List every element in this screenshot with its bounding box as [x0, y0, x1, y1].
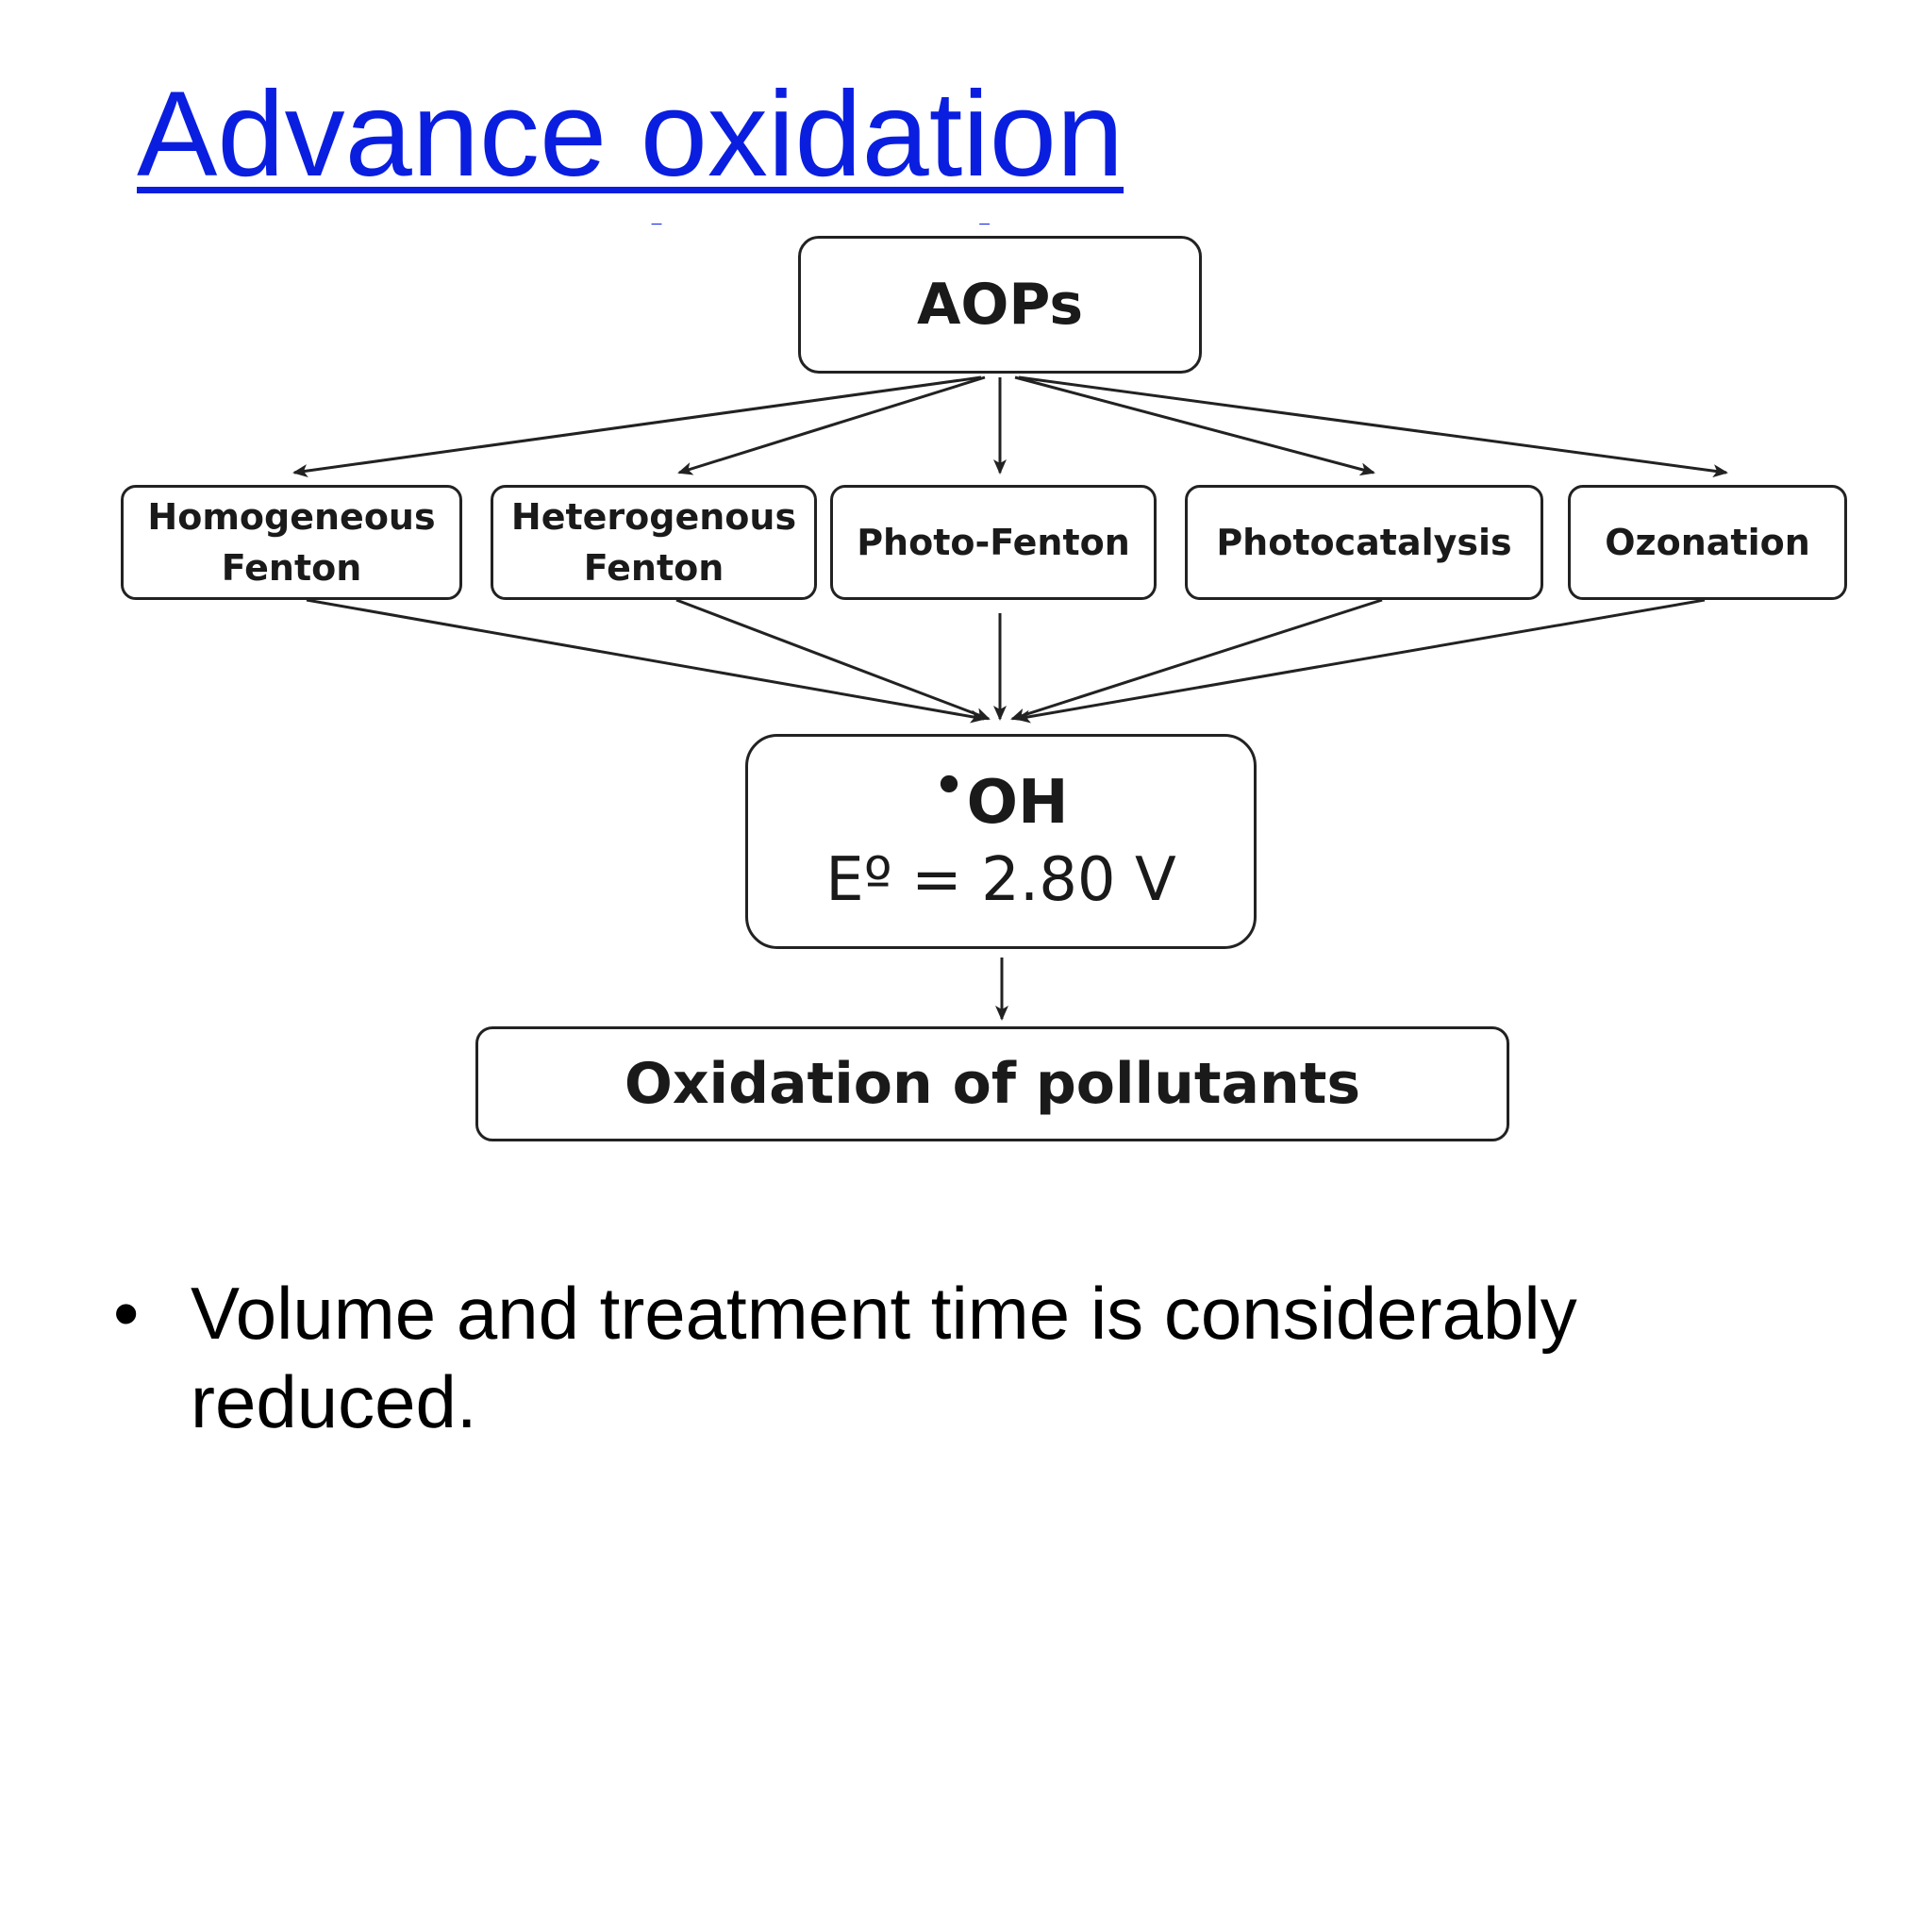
method-box-photocatalysis: Photocatalysis: [1185, 485, 1543, 600]
radical-dot: •: [933, 757, 965, 814]
arrow-aops-to-homogeneous-fenton: [292, 375, 982, 478]
arrow-ozonation-to-oh: [1015, 598, 1706, 724]
aops-label: AOPs: [916, 272, 1084, 338]
arrow-photocatalysis-to-oh: [1010, 598, 1383, 722]
arrow-aops-to-heterogenous-fenton: [677, 375, 986, 475]
method-label-heterogenous-fenton: Heterogenous Fenton: [510, 496, 797, 589]
oxidation-potential: Eº = 2.80 V: [825, 845, 1176, 915]
method-label-ozonation: Ozonation: [1605, 522, 1810, 563]
slide-title-link[interactable]: Advance oxidation: [137, 67, 1124, 202]
method-box-ozonation: Ozonation: [1568, 485, 1847, 600]
hydroxyl-radical-box: •OH Eº = 2.80 V: [745, 734, 1257, 949]
diagram-background: [113, 225, 1868, 1168]
oxidation-of-pollutants-label: Oxidation of pollutants: [624, 1051, 1361, 1117]
method-box-homogeneous-fenton: Homogeneous Fenton: [121, 485, 462, 600]
method-box-heterogenous-fenton: Heterogenous Fenton: [491, 485, 817, 600]
arrow-homogeneous-fenton-to-oh: [306, 598, 986, 724]
arrow-heterogenous-fenton-to-oh: [675, 598, 991, 721]
bullet-text: Volume and treatment time is considerabl…: [191, 1272, 1577, 1443]
aops-box: AOPs: [798, 236, 1202, 374]
radical-symbol: OH: [966, 768, 1069, 838]
oxidation-of-pollutants-box: Oxidation of pollutants: [475, 1026, 1509, 1141]
method-label-homogeneous-fenton: Homogeneous Fenton: [147, 496, 436, 589]
method-box-photo-fenton: Photo-Fenton: [830, 485, 1157, 600]
bullet-symbol: •: [113, 1272, 140, 1355]
arrow-aops-to-photocatalysis: [1014, 375, 1375, 476]
method-label-photo-fenton: Photo-Fenton: [857, 522, 1130, 563]
arrow-aops-to-ozonation: [1018, 375, 1728, 478]
hydroxyl-radical-label: •OH: [933, 761, 1069, 841]
method-label-photocatalysis: Photocatalysis: [1216, 522, 1512, 563]
